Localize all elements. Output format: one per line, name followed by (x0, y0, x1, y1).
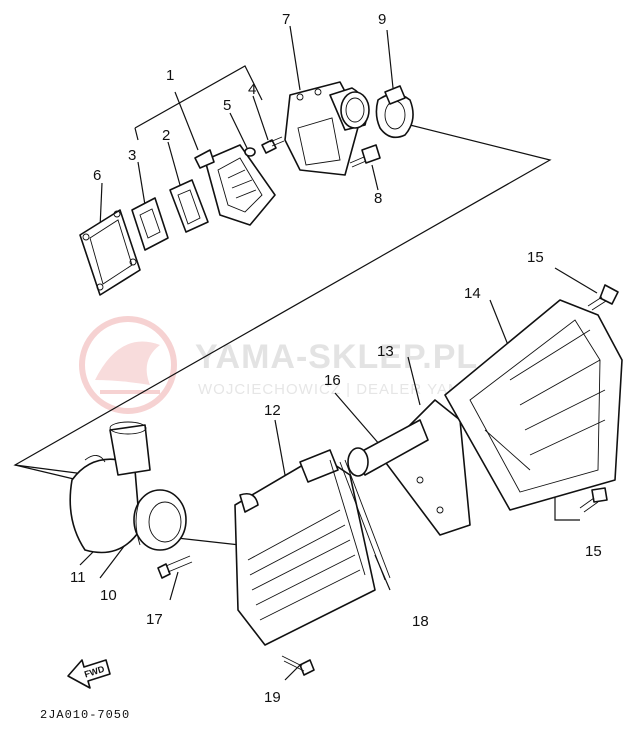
callout-12: 12 (264, 402, 281, 419)
callout-16: 16 (324, 372, 341, 389)
part-intake-manifold (284, 81, 370, 176)
callout-4: 4 (248, 81, 256, 98)
part-reed-valve-assembly (194, 144, 276, 226)
callout-15-bottom: 15 (585, 543, 602, 560)
leader-lines (13, 25, 598, 681)
watermark-logo-icon (79, 316, 177, 414)
callout-8: 8 (374, 190, 382, 207)
callout-3: 3 (128, 147, 136, 164)
callout-17: 17 (146, 611, 163, 628)
callout-14: 14 (464, 285, 481, 302)
callout-11: 11 (70, 569, 86, 586)
part-guide (347, 419, 429, 477)
part-screw-15-bottom (579, 487, 608, 513)
part-filter-case-body (234, 449, 376, 646)
watermark: YAMA-SKLEP.PL WOJCIECHOWICZ | DEALER YAM… (79, 316, 495, 414)
part-cap (444, 299, 623, 511)
callout-18: 18 (412, 613, 429, 630)
callout-2: 2 (162, 127, 170, 144)
part-reed-plate (131, 197, 169, 251)
fwd-arrow-icon: FWD (67, 659, 111, 689)
watermark-subtitle: WOJCIECHOWICZ | DEALER YAMAHA (198, 381, 495, 398)
part-joint (133, 489, 187, 551)
callout-15-top: 15 (527, 249, 544, 266)
part-element (379, 399, 471, 536)
callout-13: 13 (377, 343, 394, 360)
callout-19: 19 (264, 689, 281, 706)
part-screw-17 (157, 555, 193, 579)
callout-1: 1 (166, 67, 174, 84)
callout-10: 10 (100, 587, 117, 604)
part-gasket (79, 209, 141, 296)
part-bolt-8 (349, 144, 381, 168)
part-screw-15-top (587, 284, 619, 311)
part-filter-case-left (69, 421, 151, 554)
drawing-code: 2JA010-7050 (40, 708, 130, 722)
callout-7: 7 (282, 11, 290, 28)
watermark-title: YAMA-SKLEP.PL (195, 338, 478, 376)
part-bolt-4 (261, 136, 285, 154)
callout-6: 6 (93, 167, 101, 184)
part-hose-clamp (375, 85, 414, 139)
callout-5: 5 (223, 97, 231, 114)
part-reed-stopper (169, 179, 209, 233)
callout-9: 9 (378, 11, 386, 28)
part-seal (339, 459, 391, 581)
part-washer (244, 147, 256, 157)
part-bolt-19 (281, 655, 315, 676)
